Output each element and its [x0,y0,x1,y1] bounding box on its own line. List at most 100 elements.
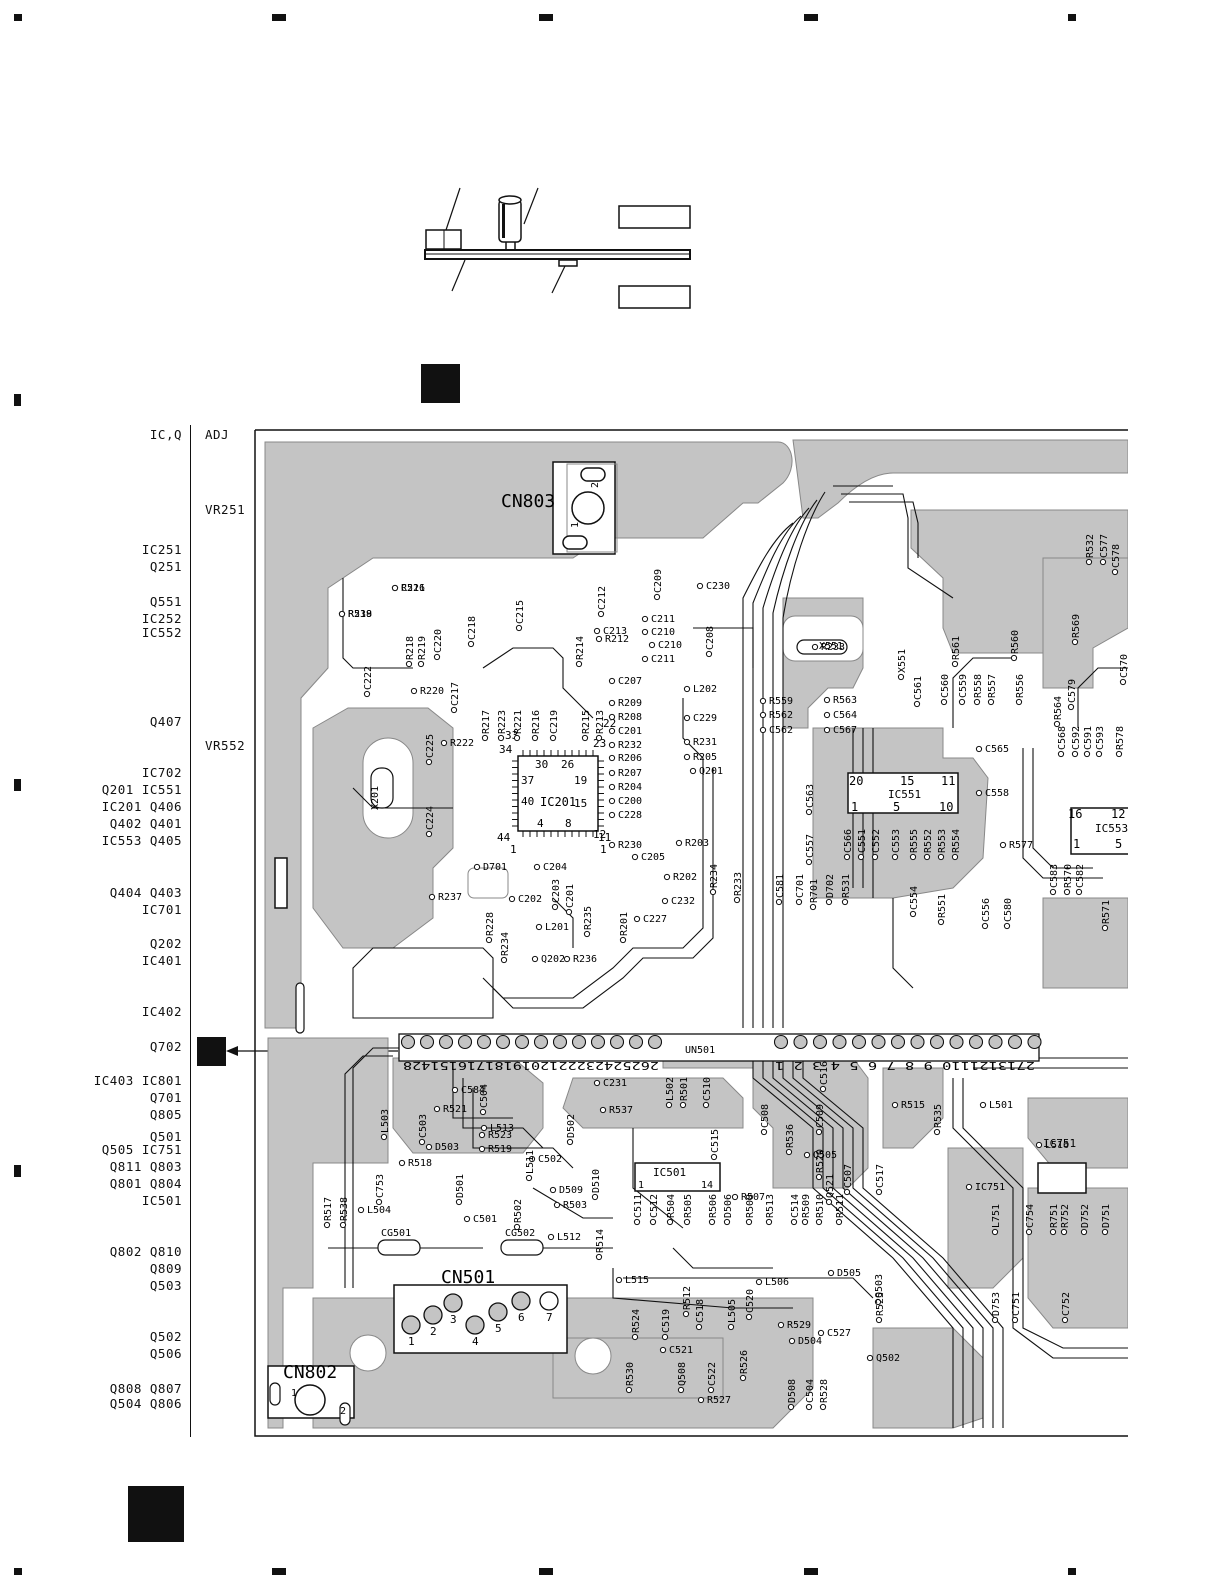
page-number-box [128,1486,184,1542]
component-label: C552 [871,829,882,853]
component-label: R530 [625,1362,636,1386]
cn501-pin-number: 7 [546,1311,553,1324]
component-pad [695,1323,703,1331]
component-pad [933,1128,941,1136]
component-label: R228 [485,912,496,936]
un501-pad [514,1034,530,1050]
component-pad [815,1128,823,1136]
component-label: R238 [348,609,372,620]
ic201-pin-4: 4 [537,817,544,830]
component-pad [463,1215,471,1223]
un501-pad [871,1034,886,1050]
component-label: R506 [708,1194,719,1218]
component-label: C582 [1075,864,1086,888]
component-label: C556 [981,898,992,922]
component-label: D752 [1080,1204,1091,1228]
ic553-pin-1: 1 [1073,837,1080,851]
component-pad [497,734,505,742]
component-label: R701 [809,879,820,903]
component-label: R208 [618,712,642,723]
component-label: C207 [618,676,642,687]
component-label: R562 [769,710,793,721]
component-label: R519 [348,609,372,620]
component-pad [428,893,436,901]
index-row: Q809 [149,1261,182,1276]
component-pad [410,687,418,695]
component-label: R571 [1101,900,1112,924]
component-pad [665,1101,673,1109]
ic551-pin-15: 15 [900,774,914,788]
component-pad [759,726,767,734]
ic501-label: IC501 [653,1166,686,1179]
component-label: R508 [745,1194,756,1218]
component-pad [760,1128,768,1136]
component-label: C210 [651,627,675,638]
component-pad [759,697,767,705]
component-label: C227 [643,914,667,925]
component-pad [531,955,539,963]
x551-label: X551 [819,641,843,652]
adj-item: VR552 [205,738,246,753]
un501-pad [609,1034,625,1050]
component-pad [951,853,959,861]
un501-pad [400,1034,416,1050]
component-pad [815,1173,823,1181]
component-label: R230 [618,840,642,851]
component-label: L505 [727,1299,738,1323]
component-pad [513,1223,521,1231]
component-label: C211 [651,614,675,625]
component-label: R521 [443,1104,467,1115]
component-label: C522 [707,1362,718,1386]
cn501-pin-pad [423,1305,443,1325]
component-label: R751 [1049,1204,1060,1228]
component-label: R535 [933,1104,944,1128]
component-pad [739,1374,747,1382]
component-label: R529 [787,1320,811,1331]
component-pad [549,1186,557,1194]
component-pad [689,767,697,775]
component-label: C558 [985,788,1009,799]
component-label: R218 [405,636,416,660]
component-label: C204 [543,862,567,873]
component-pad [631,853,639,861]
component-pad [913,700,921,708]
ic553-pin-5: 5 [1115,837,1122,851]
component-pad [418,1138,426,1146]
component-label: L504 [367,1205,391,1216]
component-label: R560 [1010,630,1021,654]
component-pad [533,863,541,871]
component-pad [785,1148,793,1156]
component-pad [805,1403,813,1411]
component-pad [697,1396,705,1404]
registration-mark-top-1 [14,14,22,21]
component-pad [631,1333,639,1341]
component-pad [1067,703,1075,711]
component-label: R559 [769,696,793,707]
component-pad [500,956,508,964]
component-label: Q201 [699,766,723,777]
component-label: C210 [658,640,682,651]
ic551-pin-5: 5 [893,800,900,814]
component-label: R518 [408,1158,432,1169]
index-row: IC251 [141,542,182,557]
ic553-pin-12: 12 [1111,807,1125,821]
index-row: Q506 [149,1346,182,1361]
component-label: C521 [669,1345,693,1356]
component-pad [608,797,616,805]
component-label: C510 [702,1077,713,1101]
component-label: C217 [450,682,461,706]
component-pad [398,1159,406,1167]
component-label: R502 [513,1199,524,1223]
index-row: Q503 [149,1278,182,1293]
component-label: L516 [1045,1140,1069,1151]
component-pad [707,1386,715,1394]
component-label: R507 [741,1192,765,1203]
component-pad [1095,750,1103,758]
component-label: R554 [951,829,962,853]
component-pad [551,903,559,911]
component-label: R505 [683,1194,694,1218]
component-pad [608,841,616,849]
ic551-pin-11: 11 [941,774,955,788]
component-pad [1003,922,1011,930]
component-label: D751 [1101,1204,1112,1228]
